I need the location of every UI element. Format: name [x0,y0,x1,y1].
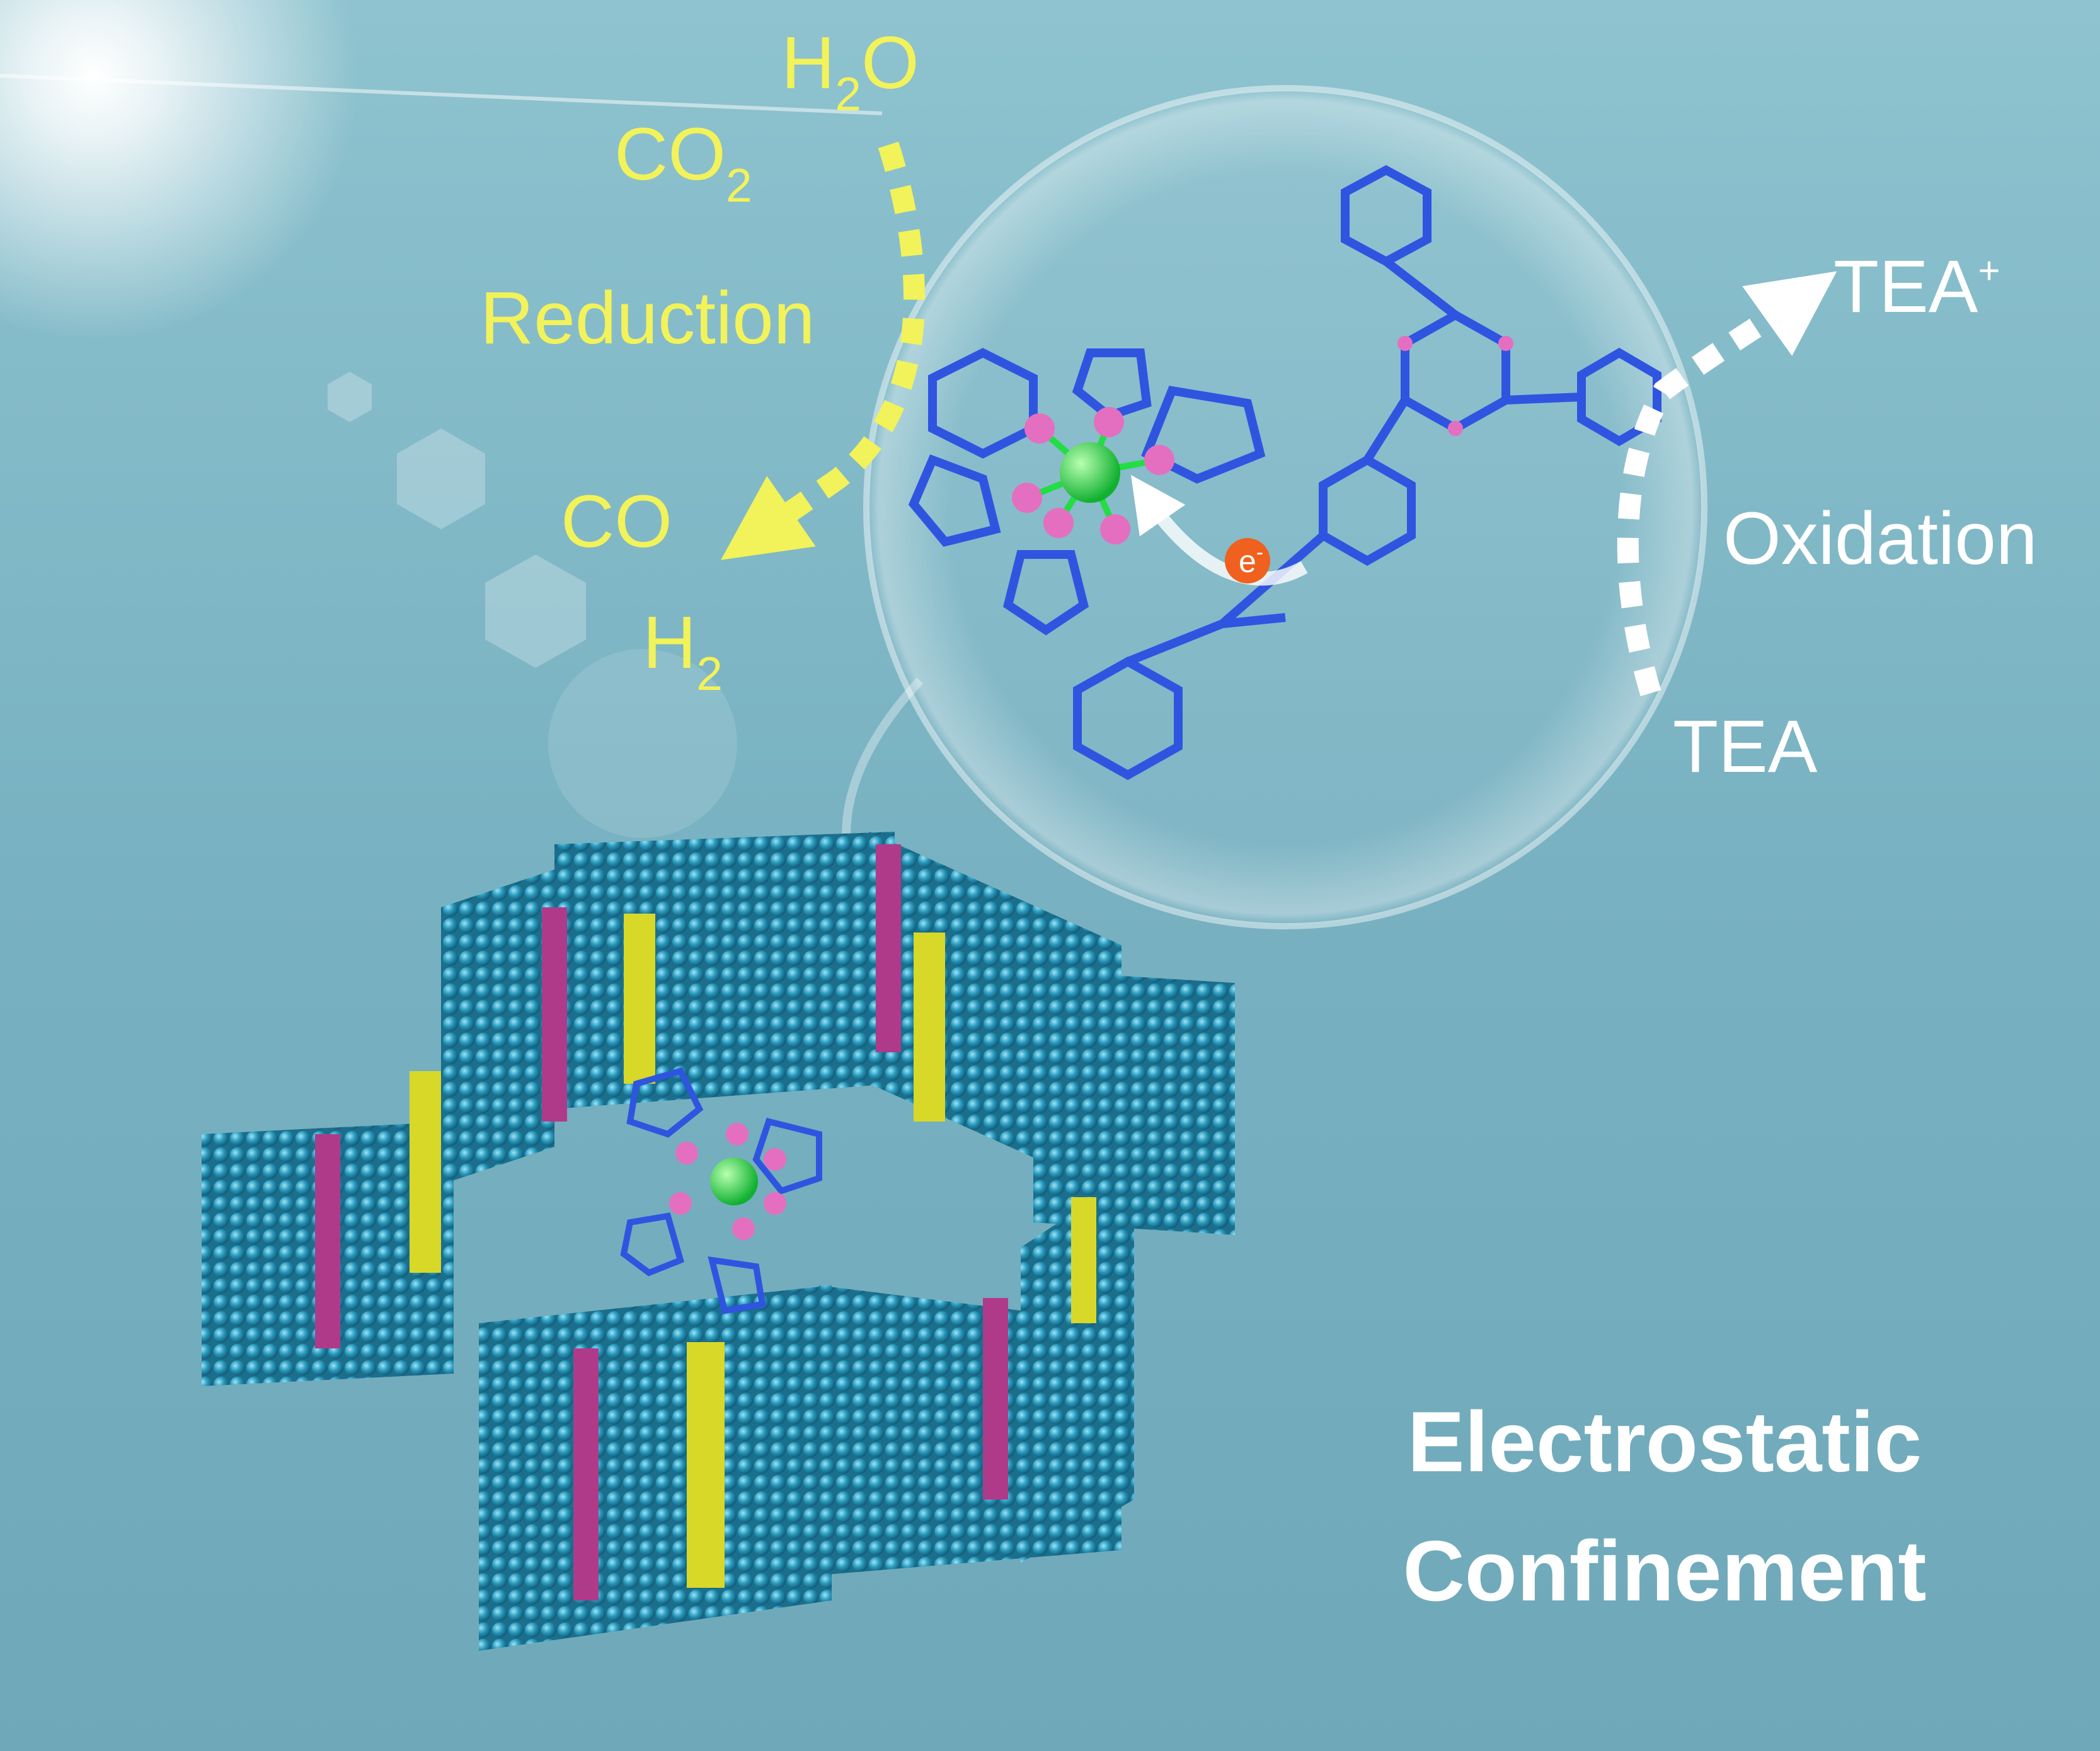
svg-text:e-: e- [1239,541,1263,579]
confined-cobalt-complex [620,1067,822,1314]
oxidation-arrow [1617,271,1837,696]
title: Electrostatic Confinement [1403,1394,1926,1619]
lens-flare-ray [0,74,883,115]
co2-label: CO2 [614,113,752,212]
tea-label: TEA [1673,705,1818,788]
co-label: CO [561,480,672,563]
water-label: H2O [781,21,919,120]
oxidation-labels: TEA+ Oxidation TEA [1673,245,2038,788]
title-line-1: Electrostatic [1408,1394,1922,1490]
sun-glow [0,0,359,340]
h2-label: H2 [643,601,723,700]
reduction-label: Reduction [480,277,815,360]
oxidation-label: Oxidation [1723,497,2038,580]
reduction-labels: H2O CO2 Reduction CO H2 [480,21,919,700]
covalent-organic-framework-ring [202,832,1235,1651]
lens-flare-hexagons [328,372,737,838]
title-line-2: Confinement [1403,1523,1926,1619]
triazine-nitrogens [1397,336,1513,436]
cobalt-complex [908,348,1266,636]
reduction-arrow [721,141,925,560]
electron-badge: e- [1225,538,1270,583]
tea-plus-label: TEA+ [1833,245,2000,328]
